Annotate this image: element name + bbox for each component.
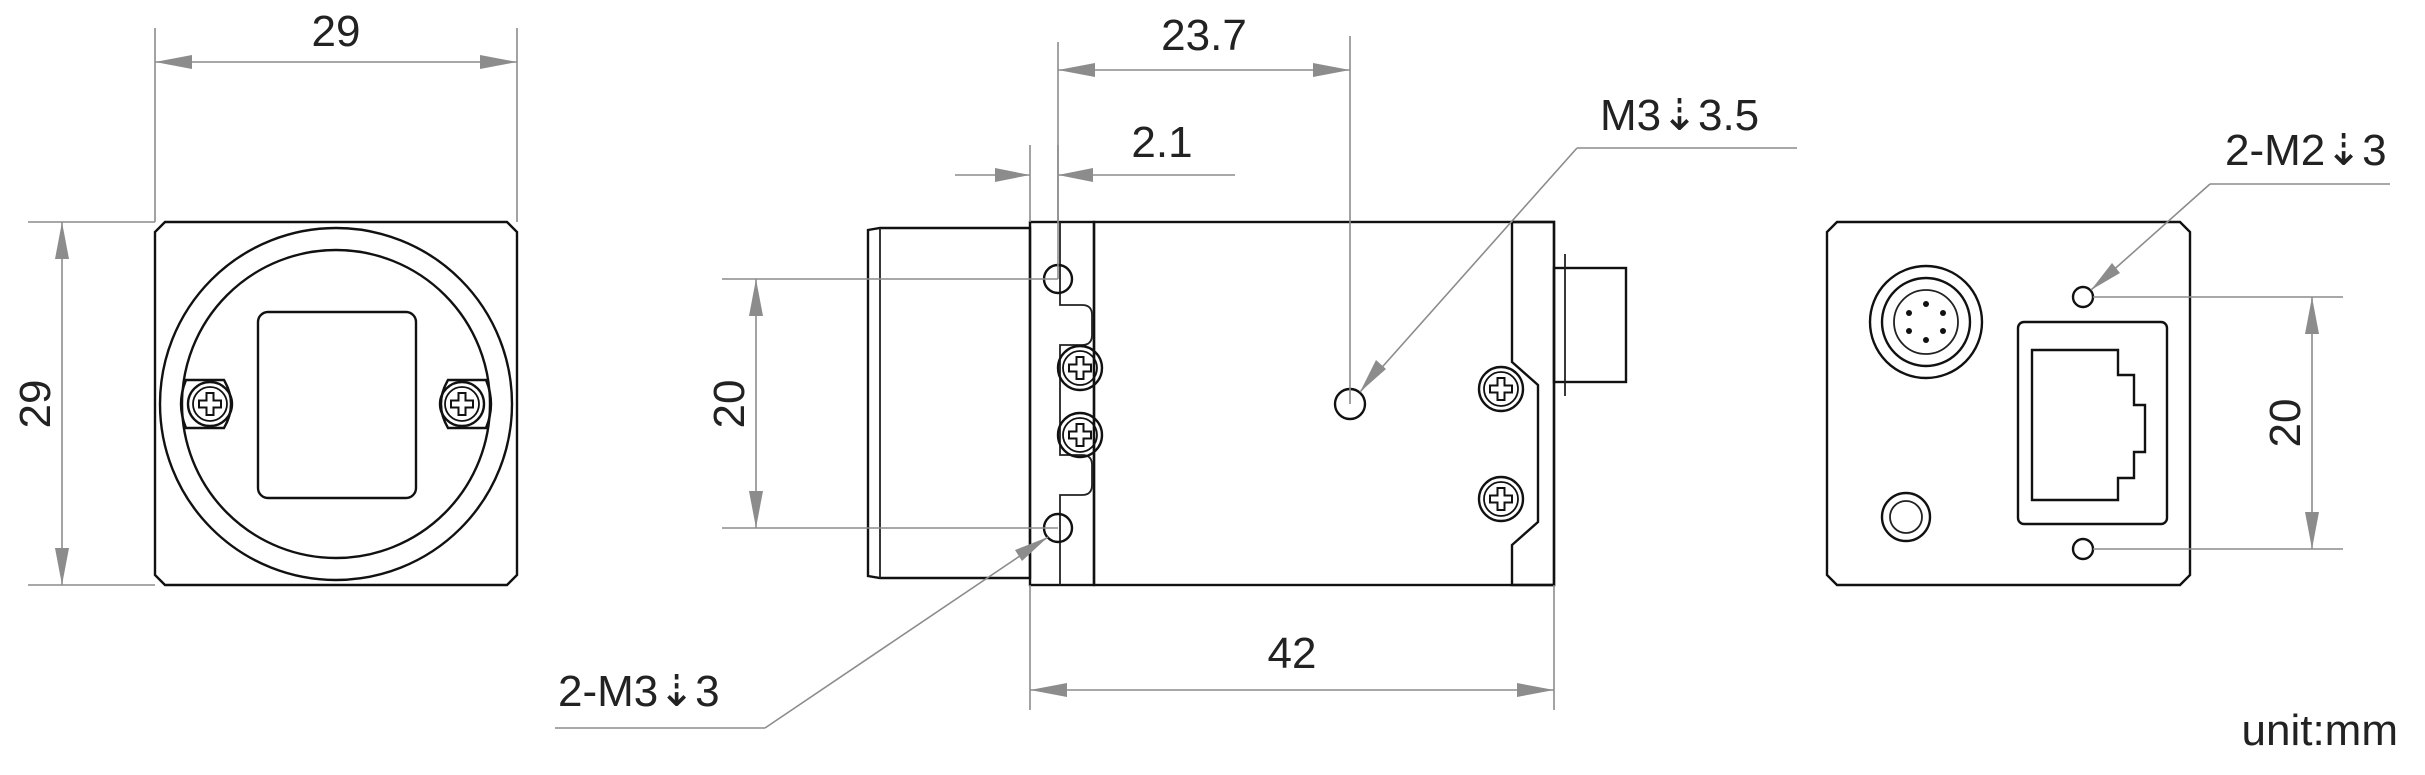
rear-height-dim-label: 20 (2261, 399, 2310, 448)
front-height-label: 29 (11, 380, 60, 429)
side-profile-groove (1059, 222, 1093, 585)
front-plate (1028, 220, 1096, 587)
side-length-dim-label: 42 (1268, 629, 1317, 678)
side-bottom-holes-callout: 2-M3⇣3 (558, 667, 720, 716)
sensor-window (256, 310, 418, 500)
rear-view: 20 2-M2⇣3 (1825, 126, 2390, 587)
unit-label: unit:mm (2242, 706, 2398, 755)
front-width-label: 29 (312, 7, 361, 56)
rear-view-outline (1825, 220, 2192, 587)
io-connector-inner (1893, 289, 1959, 355)
status-led-outer (1880, 491, 1932, 543)
side-screw-2 (1056, 411, 1104, 459)
ethernet-port-frame (2016, 320, 2169, 526)
side-screw-1 (1056, 344, 1104, 392)
ethernet-port-socket (2030, 348, 2147, 502)
side-top-dim-label: 23.7 (1161, 11, 1247, 60)
connector-side (1552, 266, 1628, 384)
front-view: 29 29 (11, 7, 519, 587)
side-top-hole-callout: M3⇣3.5 (1600, 91, 1759, 140)
status-led-inner (1889, 500, 1923, 534)
lens-mount-inner-ring (180, 248, 492, 560)
io-connector-pins (1906, 301, 1946, 343)
rear-hole-bottom (2071, 537, 2095, 561)
rear-hole-top (2071, 285, 2095, 309)
side-height-dim-label: 20 (705, 380, 754, 429)
lens-mount-outer-ring (158, 226, 514, 582)
rear-holes-callout: 2-M2⇣3 (2225, 126, 2387, 175)
front-screw-right (438, 378, 493, 430)
side-view: 23.7 2.1 20 42 M3⇣3.5 2-M3⇣3 (555, 11, 1797, 729)
io-connector-middle (1880, 276, 1972, 368)
lens-barrel (866, 226, 1032, 580)
side-offset-dim-label: 2.1 (1131, 118, 1192, 167)
side-screw-4 (1477, 475, 1525, 523)
front-screw-left (179, 378, 234, 430)
side-screw-3 (1477, 365, 1525, 413)
io-connector-outer (1868, 264, 1984, 380)
front-view-outline (153, 220, 519, 587)
